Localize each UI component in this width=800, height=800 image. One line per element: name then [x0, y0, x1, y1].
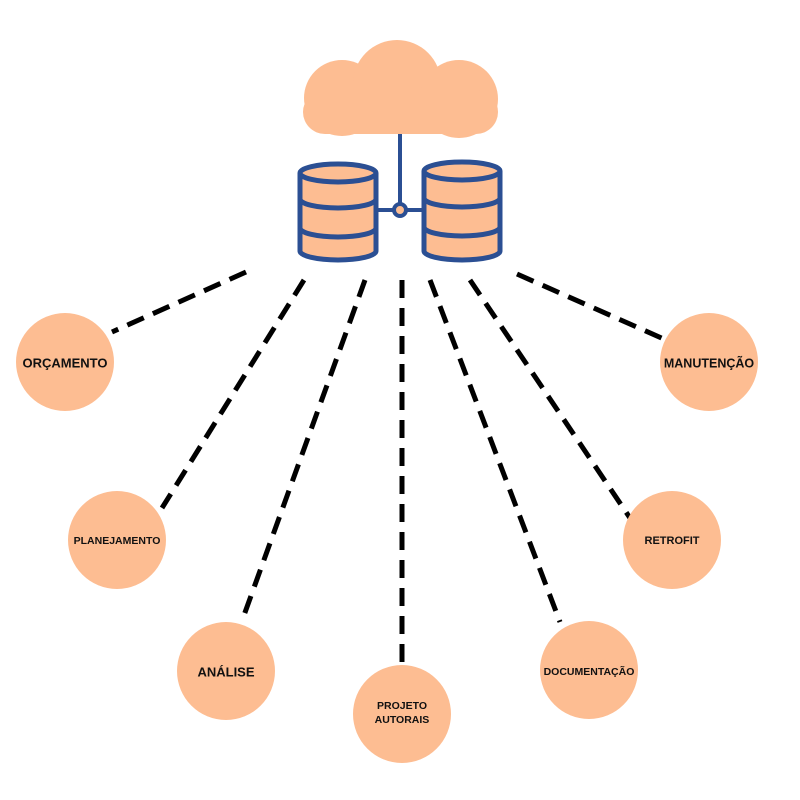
- node-circle: [177, 622, 275, 720]
- node-label-manutencao: MANUTENÇÃO: [664, 355, 755, 370]
- node-orcamento: ORÇAMENTO: [16, 313, 114, 411]
- node-label-planejamento: PLANEJAMENTO: [74, 535, 161, 547]
- node-retrofit: RETROFIT: [623, 491, 721, 589]
- connectors: [110, 269, 668, 664]
- connector-planejamento: [159, 278, 307, 510]
- database-link: [376, 134, 424, 218]
- cloud-icon: [303, 40, 498, 138]
- node-projeto-autorais: PROJETO AUTORAIS: [353, 665, 451, 763]
- node-circle: [353, 665, 451, 763]
- node-label-projeto: PROJETO: [377, 700, 427, 712]
- node-circle: [540, 621, 638, 719]
- connector-manutencao: [515, 271, 668, 343]
- connector-retrofit: [467, 278, 633, 520]
- connector-documentacao: [427, 279, 563, 623]
- node-documentacao: DOCUMENTAÇÃO: [540, 621, 638, 719]
- node-manutencao: MANUTENÇÃO: [660, 313, 758, 411]
- node-circle: [16, 313, 114, 411]
- node-label-autorais: AUTORAIS: [375, 714, 430, 726]
- node-planejamento: PLANEJAMENTO: [68, 491, 166, 589]
- node-circle: [623, 491, 721, 589]
- link-node-icon: [392, 202, 408, 218]
- node-circle: [660, 313, 758, 411]
- connector-orcamento: [110, 269, 248, 335]
- node-label-documentacao: DOCUMENTAÇÃO: [544, 665, 635, 678]
- node-label-analise: ANÁLISE: [197, 664, 254, 679]
- node-analise: ANÁLISE: [177, 622, 275, 720]
- node-circle: [68, 491, 166, 589]
- connector-analise: [240, 279, 368, 619]
- node-label-orcamento: ORÇAMENTO: [23, 355, 108, 370]
- node-label-retrofit: RETROFIT: [645, 535, 700, 547]
- database-icon-left: [297, 161, 379, 263]
- database-icon-right: [421, 159, 503, 263]
